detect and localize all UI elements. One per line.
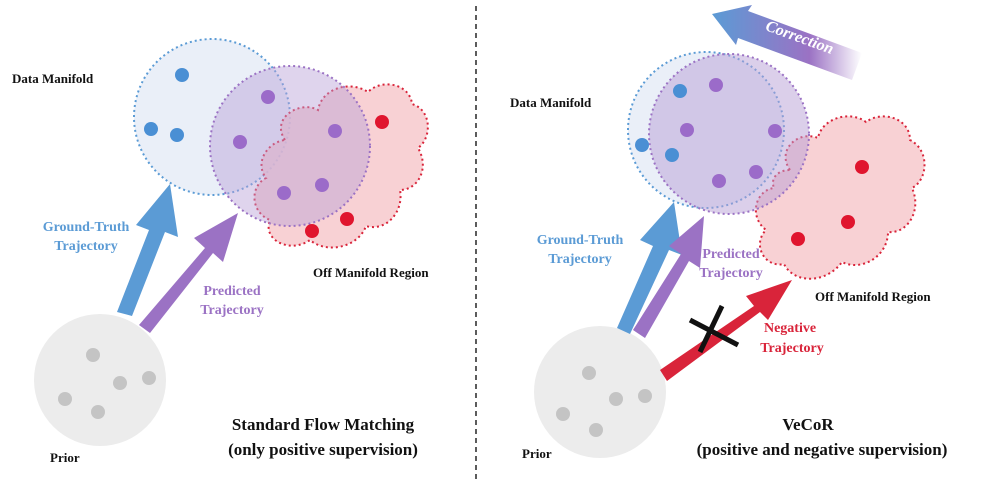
right-panel: Correction (510, 5, 947, 461)
off-manifold-label: Off Manifold Region (815, 289, 931, 304)
predicted-point (233, 135, 247, 149)
prior-point (609, 392, 623, 406)
predicted-point (712, 174, 726, 188)
data-point (170, 128, 184, 142)
data-point (665, 148, 679, 162)
ground-truth-arrow (117, 184, 178, 316)
prior-point (58, 392, 72, 406)
prior-point (589, 423, 603, 437)
off-manifold-point (305, 224, 319, 238)
off-manifold-point (340, 212, 354, 226)
negative-arrow (660, 280, 792, 381)
off-manifold-point (855, 160, 869, 174)
right-caption-line1: VeCoR (782, 415, 834, 434)
data-point (144, 122, 158, 136)
predicted-distribution-circle (648, 53, 810, 215)
prior-point (91, 405, 105, 419)
predicted-label-line2: Trajectory (200, 303, 263, 318)
data-point (635, 138, 649, 152)
ground-truth-label-line1: Ground-Truth (43, 220, 130, 235)
data-manifold-label: Data Manifold (510, 95, 592, 110)
predicted-point (328, 124, 342, 138)
ground-truth-label-line1: Ground-Truth (537, 233, 624, 248)
negative-label-line1: Negative (764, 321, 816, 336)
predicted-label-line2: Trajectory (699, 266, 762, 281)
predicted-point (749, 165, 763, 179)
cross-mark-icon (688, 304, 740, 354)
off-manifold-point (791, 232, 805, 246)
left-caption-line2: (only positive supervision) (228, 440, 418, 459)
prior-label: Prior (522, 446, 552, 461)
prior-label: Prior (50, 450, 80, 465)
predicted-point (768, 124, 782, 138)
predicted-label-line1: Predicted (203, 284, 260, 299)
left-panel: Data Manifold Off Manifold Region Prior … (12, 38, 429, 465)
predicted-point (277, 186, 291, 200)
prior-point (86, 348, 100, 362)
predicted-point (709, 78, 723, 92)
prior-point (142, 371, 156, 385)
ground-truth-label-line2: Trajectory (54, 239, 117, 254)
predicted-point (315, 178, 329, 192)
predicted-arrow (633, 216, 704, 338)
ground-truth-arrow (617, 202, 682, 334)
prior-circle (34, 314, 166, 446)
off-manifold-point (375, 115, 389, 129)
left-caption-line1: Standard Flow Matching (232, 415, 415, 434)
prior-point (113, 376, 127, 390)
prior-point (582, 366, 596, 380)
negative-label-line2: Trajectory (760, 341, 823, 356)
predicted-label-line1: Predicted (702, 247, 759, 262)
data-point (175, 68, 189, 82)
off-manifold-point (841, 215, 855, 229)
predicted-point (261, 90, 275, 104)
prior-circle (534, 326, 666, 458)
ground-truth-label-line2: Trajectory (548, 252, 611, 267)
predicted-point (680, 123, 694, 137)
prior-point (556, 407, 570, 421)
predicted-arrow (139, 213, 238, 333)
data-manifold-label: Data Manifold (12, 71, 94, 86)
data-point (673, 84, 687, 98)
right-caption-line2: (positive and negative supervision) (697, 440, 948, 459)
prior-point (638, 389, 652, 403)
off-manifold-label: Off Manifold Region (313, 265, 429, 280)
predicted-distribution-circle (209, 65, 371, 227)
